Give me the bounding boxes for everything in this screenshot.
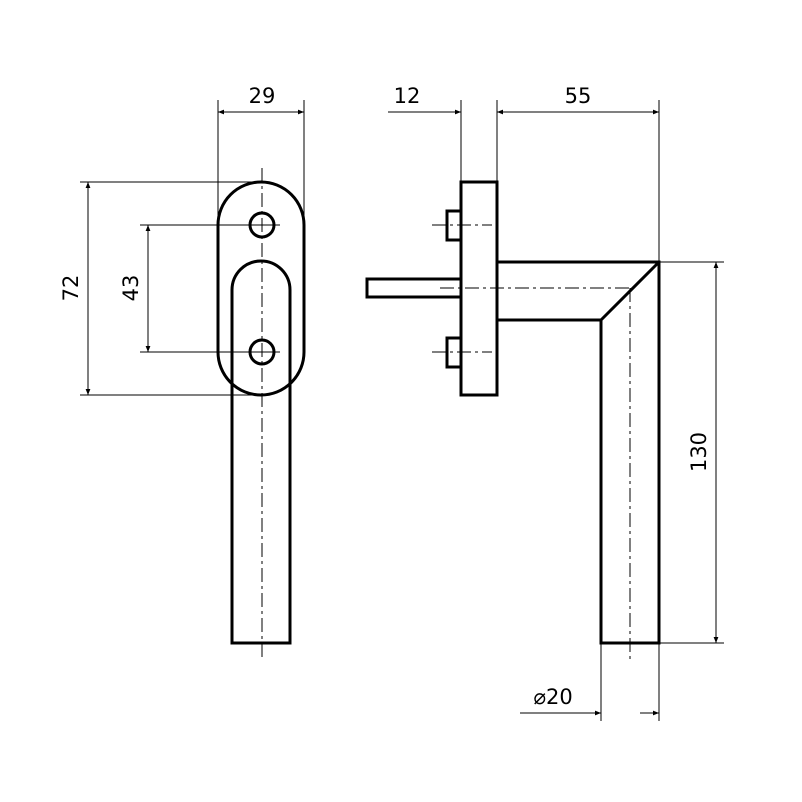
front-view: 29 72 43 <box>59 84 306 660</box>
dimension-width: 29 <box>249 84 276 108</box>
dimension-height: 72 <box>59 275 83 302</box>
handle-lever-side <box>497 260 661 645</box>
dimension-diameter: ⌀20 <box>533 685 572 709</box>
side-view: 12 55 130 ⌀20 <box>365 84 724 721</box>
dimension-length: 130 <box>687 432 711 472</box>
dimension-hole-spacing: 43 <box>119 275 143 302</box>
dimension-projection: 55 <box>565 84 592 108</box>
handle-lever <box>230 259 292 645</box>
dimension-thickness: 12 <box>394 84 421 108</box>
